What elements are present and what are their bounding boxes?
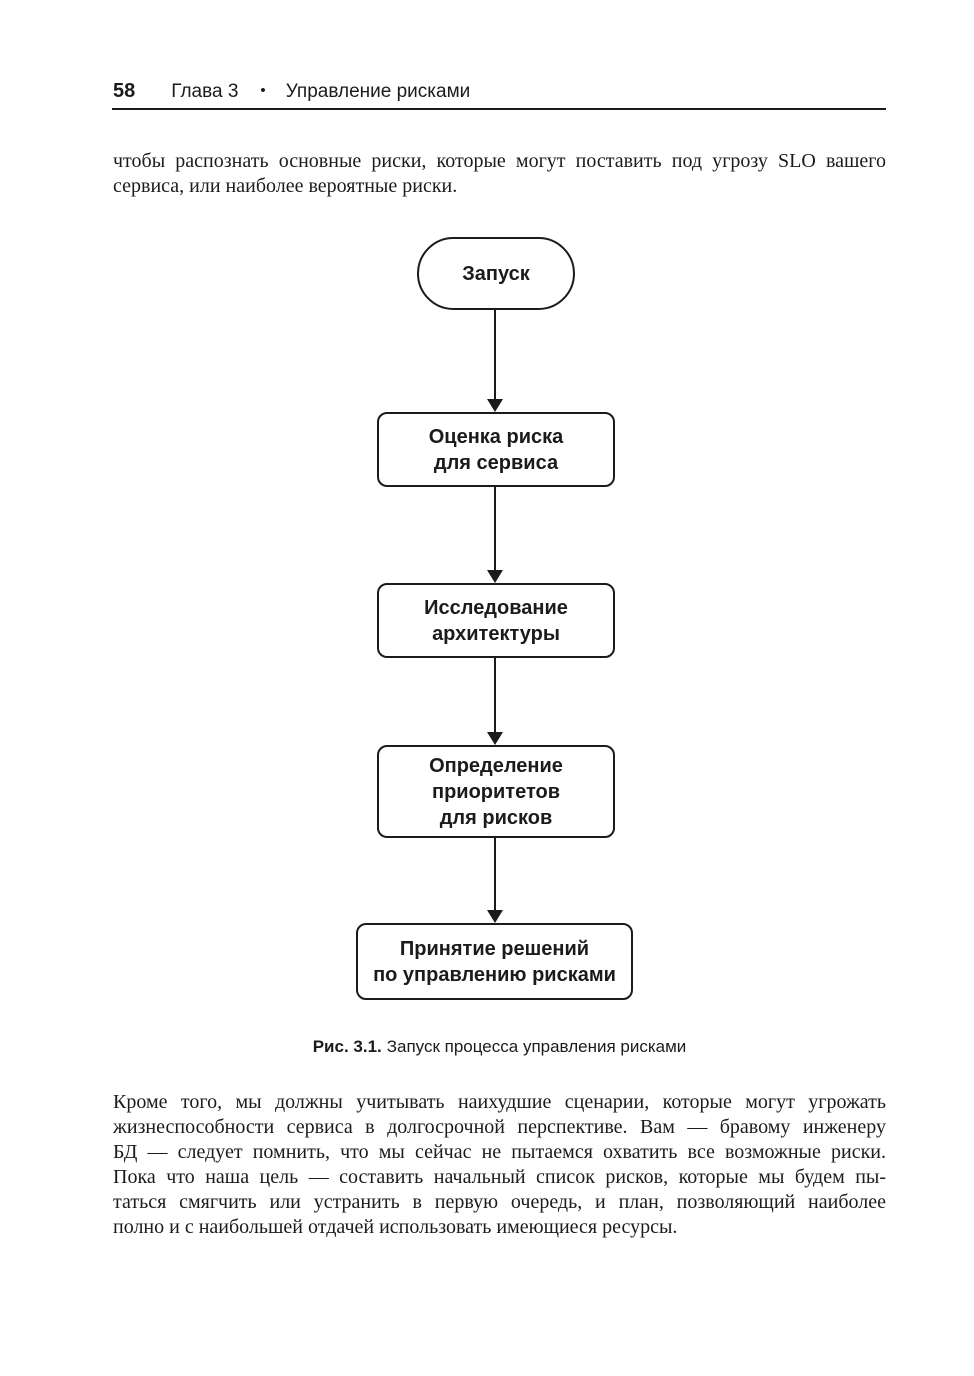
- paragraph-line: жизнеспособности сервиса в долгосрочной …: [113, 1116, 886, 1138]
- flow-arrow: [487, 838, 503, 923]
- bullet-separator-icon: •: [260, 82, 266, 99]
- page-number: 58: [113, 80, 136, 102]
- paragraph-line: таться смягчить или устранить в первую о…: [113, 1191, 886, 1213]
- paragraph-line: Кроме того, мы должны учитывать наихудши…: [113, 1091, 886, 1113]
- flow-arrow: [487, 658, 503, 745]
- flow-node-label: Оценка риска: [428, 425, 564, 448]
- figure-caption-text: Запуск процесса управления рисками: [386, 1037, 687, 1056]
- flow-node-label: Исследование: [424, 596, 568, 619]
- intro-paragraph: чтобы распознать основные риски, которые…: [113, 149, 886, 199]
- flow-node-architecture-research: Исследование архитектуры: [377, 583, 615, 658]
- chapter-title: Управление рисками: [285, 81, 471, 102]
- closing-paragraph: Кроме того, мы должны учитывать наихудши…: [113, 1090, 886, 1240]
- flow-node-risk-prioritization: Определение приоритетов для рисков: [377, 745, 615, 838]
- flow-node-label: для рисков: [439, 806, 553, 829]
- flow-node-label: Принятие решений: [399, 937, 590, 960]
- arrow-shaft: [494, 487, 496, 570]
- arrow-head-icon: [487, 732, 503, 745]
- running-head: 58 Глава 3 • Управление рисками: [113, 80, 886, 104]
- flow-node-start: Запуск: [417, 237, 575, 310]
- flow-arrow: [487, 310, 503, 412]
- header-rule: [112, 108, 886, 110]
- arrow-shaft: [494, 838, 496, 910]
- arrow-head-icon: [487, 399, 503, 412]
- flow-node-label: архитектуры: [432, 622, 560, 645]
- flow-node-label: для сервиса: [433, 451, 559, 474]
- paragraph-line: Пока что наша цель — составить начальный…: [113, 1166, 886, 1188]
- chapter-label: Глава 3: [171, 81, 239, 102]
- flow-node-label: приоритетов: [431, 780, 561, 803]
- figure-caption-label: Рис. 3.1.: [312, 1037, 382, 1056]
- paragraph-line: БД — следует помнить, что мы сейчас не п…: [113, 1141, 886, 1163]
- paragraph-line: полно и с наибольшей отдачей использоват…: [113, 1216, 678, 1238]
- flow-node-decision-making: Принятие решений по управлению рисками: [356, 923, 633, 1000]
- figure-caption: Рис. 3.1.Запуск процесса управления риск…: [113, 1036, 886, 1057]
- paragraph-line: чтобы распознать основные риски, которые…: [113, 150, 886, 172]
- arrow-shaft: [494, 310, 496, 399]
- paragraph-line: сервиса, или наиболее вероятные риски.: [113, 175, 458, 197]
- flow-node-label: по управлению рисками: [373, 963, 616, 986]
- flow-arrow: [487, 487, 503, 583]
- arrow-head-icon: [487, 910, 503, 923]
- flow-node-risk-assessment: Оценка риска для сервиса: [377, 412, 615, 487]
- arrow-shaft: [494, 658, 496, 732]
- arrow-head-icon: [487, 570, 503, 583]
- flow-node-label: Определение: [429, 754, 563, 777]
- flow-node-label: Запуск: [462, 262, 530, 285]
